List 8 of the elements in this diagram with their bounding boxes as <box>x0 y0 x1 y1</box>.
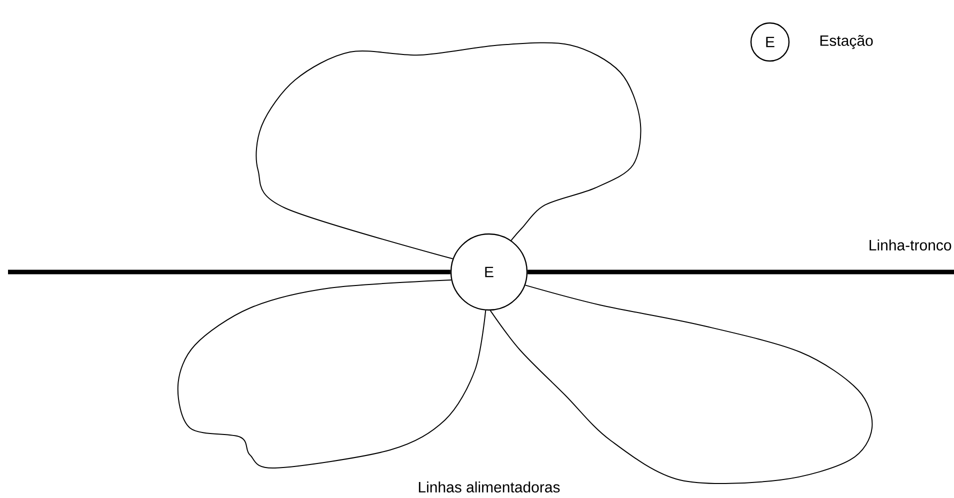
trunk-line <box>528 270 954 274</box>
node-label: Estação <box>820 35 873 49</box>
feeder-loop <box>256 42 642 260</box>
feeder-loop <box>177 280 486 468</box>
trunk-line <box>8 270 450 274</box>
feeder-loop <box>490 284 873 484</box>
line-label: Linhas alimentadoras <box>418 481 560 492</box>
line-label: Linha-tronco <box>870 240 952 250</box>
